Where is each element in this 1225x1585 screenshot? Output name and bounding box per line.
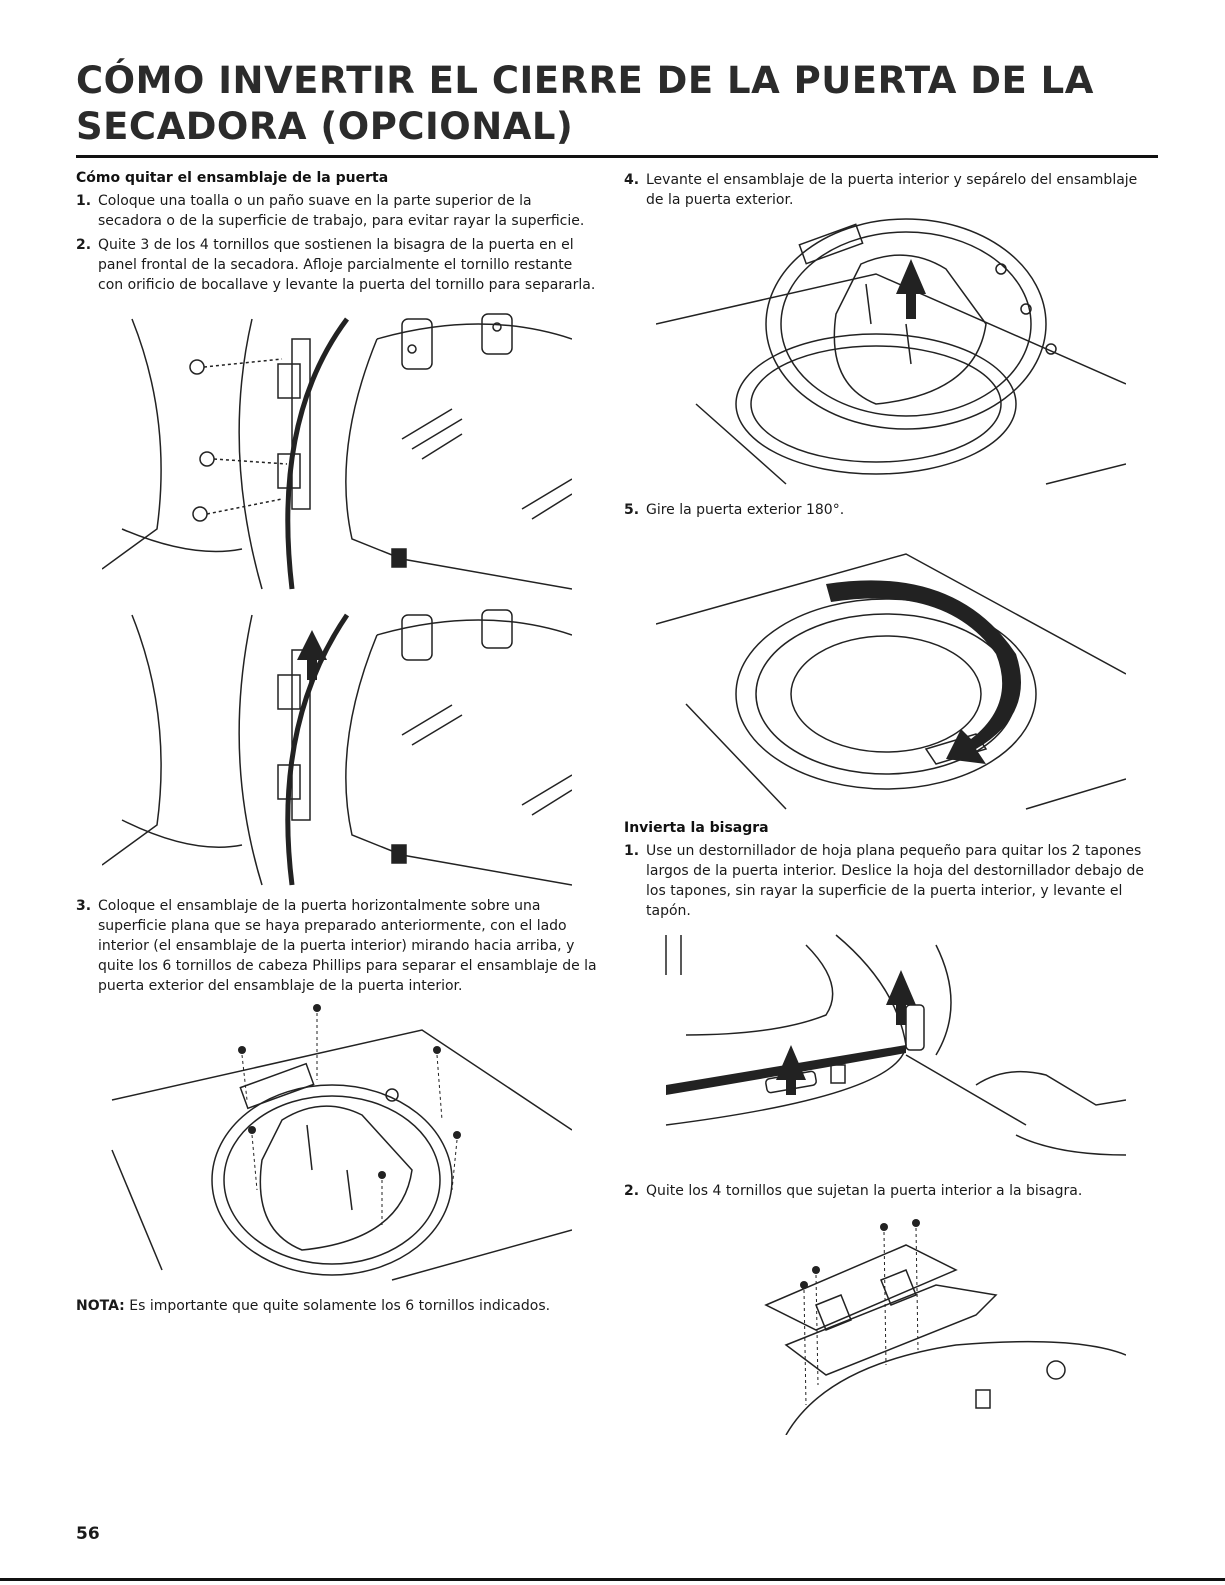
step-item: 1. Use un destornillador de hoja plana p… — [624, 841, 1158, 921]
note-label: NOTA: — [76, 1298, 125, 1314]
step-text: Quite los 4 tornillos que sujetan la pue… — [646, 1183, 1083, 1199]
step-text: Use un destornillador de hoja plana pequ… — [646, 843, 1144, 919]
step-item: 4. Levante el ensamblaje de la puerta in… — [624, 170, 1158, 210]
figure-rotate-outer-door — [656, 553, 1126, 810]
step-text: Coloque una toalla o un paño suave en la… — [98, 193, 585, 229]
step-item: 1. Coloque una toalla o un paño suave en… — [76, 191, 598, 231]
step-text: Coloque el ensamblaje de la puerta horiz… — [98, 898, 597, 994]
step-number: 3. — [76, 898, 92, 914]
step-text: Gire la puerta exterior 180°. — [646, 502, 845, 518]
note-text: Es importante que quite solamente los 6 … — [124, 1298, 551, 1314]
left-column: Cómo quitar el ensamblaje de la puerta 1… — [76, 170, 598, 1316]
bottom-divider — [0, 1578, 1225, 1581]
figure-hinge-screws — [102, 313, 572, 590]
right-column: 4. Levante el ensamblaje de la puerta in… — [624, 170, 1158, 1441]
figure-remove-plugs — [665, 934, 1126, 1156]
page-title: CÓMO INVERTIR EL CIERRE DE LA PUERTA DE … — [76, 59, 1094, 148]
section-title-reverse-hinge: Invierta la bisagra — [624, 820, 769, 836]
step-item: 5. Gire la puerta exterior 180°. — [624, 500, 1158, 520]
figure-hinge-four-screws — [764, 1219, 1126, 1435]
step-text: Quite 3 de los 4 tornillos que sostienen… — [98, 237, 596, 293]
figure-lift-door — [102, 609, 572, 886]
page-number: 56 — [76, 1524, 100, 1544]
step-item: 2. Quite 3 de los 4 tornillos que sostie… — [76, 235, 598, 295]
title-divider — [76, 155, 1158, 158]
step-item: 3. Coloque el ensamblaje de la puerta ho… — [76, 896, 598, 996]
step-number: 4. — [624, 172, 640, 188]
step-number: 2. — [76, 237, 92, 253]
step-item: 2. Quite los 4 tornillos que sujetan la … — [624, 1181, 1158, 1201]
note-paragraph: NOTA: Es importante que quite solamente … — [76, 1296, 598, 1316]
section-title-remove-door: Cómo quitar el ensamblaje de la puerta — [76, 170, 389, 186]
step-text: Levante el ensamblaje de la puerta inter… — [646, 172, 1138, 208]
step-number: 1. — [76, 193, 92, 209]
figure-separate-inner-door — [656, 218, 1126, 485]
step-number: 2. — [624, 1183, 640, 1199]
step-number: 5. — [624, 502, 640, 518]
figure-six-screws — [111, 1004, 572, 1281]
step-number: 1. — [624, 843, 640, 859]
